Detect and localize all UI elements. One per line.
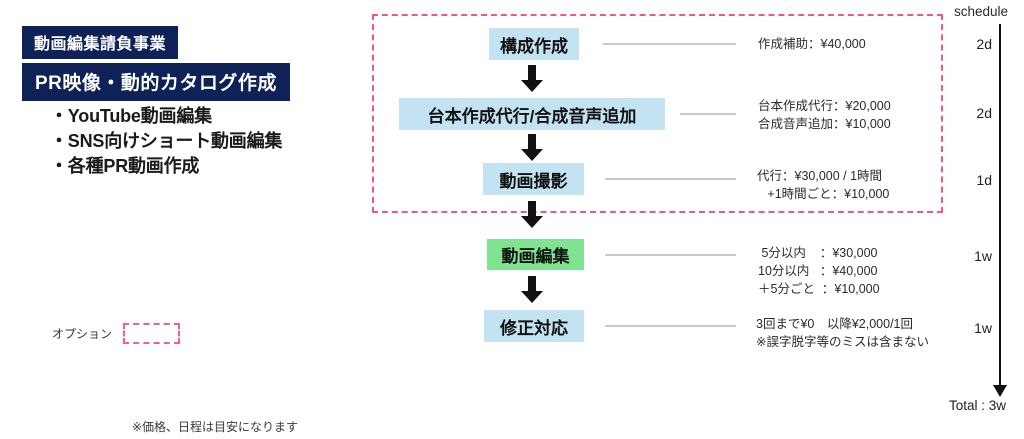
- arrow-down-icon: [521, 201, 543, 228]
- option-legend-label: オプション: [52, 327, 113, 341]
- connector-line: [603, 43, 736, 45]
- price-detail: 5分以内 ：¥30,000 10分以内 ：¥40,000 ＋5分ごと ：¥10,…: [758, 246, 880, 296]
- connector-line: [605, 178, 736, 180]
- flow-step-shusei-taiou[interactable]: 修正対応: [484, 310, 584, 342]
- service-category-badge: 動画編集請負事業: [22, 26, 179, 59]
- list-item: ・各種PR動画作成: [50, 155, 200, 176]
- connector-line: [680, 113, 736, 115]
- schedule-total: Total : 3w: [949, 398, 1007, 413]
- schedule-duration: 1w: [974, 320, 992, 336]
- arrow-down-icon: [521, 134, 543, 161]
- schedule-axis-arrowhead: [993, 385, 1007, 397]
- schedule-duration: 2d: [976, 105, 992, 121]
- schedule-duration: 1d: [976, 172, 992, 188]
- flow-step-kousei-sakusei[interactable]: 構成作成: [489, 28, 579, 60]
- price-detail: 代行：¥30,000 / 1時間 +1時間ごと：¥10,000: [757, 169, 890, 201]
- connector-line: [605, 254, 736, 256]
- left-panel: 動画編集請負事業 PR映像・動的カタログ作成 ・YouTube動画編集 ・SNS…: [0, 0, 360, 439]
- arrow-down-icon: [521, 65, 543, 92]
- service-title-badge: PR映像・動的カタログ作成: [22, 63, 290, 101]
- service-list: ・YouTube動画編集 ・SNS向けショート動画編集 ・各種PR動画作成: [50, 104, 350, 178]
- list-item: ・YouTube動画編集: [50, 106, 212, 126]
- optional-steps-region: [372, 14, 943, 213]
- connector-line: [605, 325, 736, 327]
- schedule-column-title: schedule: [954, 4, 1009, 19]
- option-legend: オプション: [52, 323, 181, 344]
- list-item: ・SNS向けショート動画編集: [50, 130, 283, 151]
- price-detail: 台本作成代行：¥20,000 合成音声追加：¥10,000: [758, 99, 891, 131]
- schedule-duration: 1w: [974, 248, 992, 264]
- schedule-axis-line: [999, 24, 1001, 392]
- arrow-down-icon: [521, 276, 543, 303]
- footnote: ※価格、日程は目安になります: [132, 420, 299, 434]
- option-legend-swatch: [123, 323, 181, 344]
- flow-step-douga-henshu[interactable]: 動画編集: [487, 239, 584, 270]
- price-detail: 3回まで¥0 以降¥2,000/1回 ※誤字脱字等のミスは含まない: [756, 317, 929, 349]
- flow-step-daihon-sakusei[interactable]: 台本作成代行/合成音声追加: [399, 98, 665, 130]
- flow-step-douga-satsuei[interactable]: 動画撮影: [483, 163, 584, 195]
- price-detail: 作成補助：¥40,000: [758, 37, 866, 51]
- schedule-duration: 2d: [976, 36, 992, 52]
